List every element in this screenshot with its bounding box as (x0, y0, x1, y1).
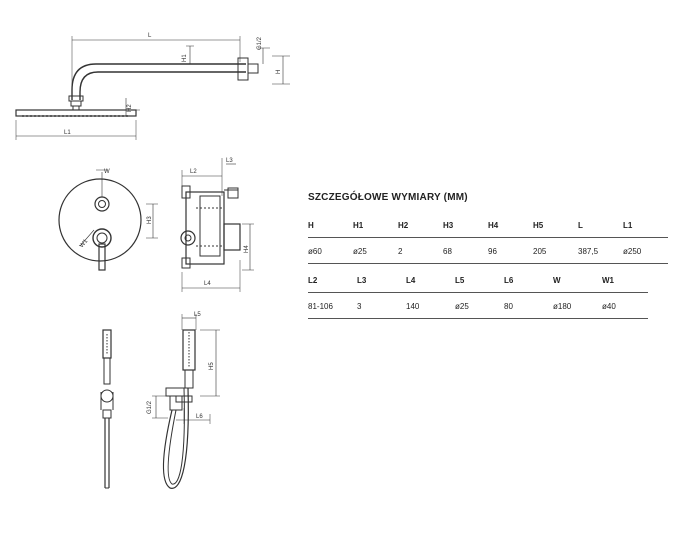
spec-header: H1 (353, 221, 364, 230)
dim-label-L3: L3 (226, 158, 233, 164)
spec-value: ø180 (553, 302, 572, 311)
dimensions-spec-table: SZCZEGÓŁOWE WYMIARY (MM) H H1 H2 H3 H4 H… (308, 192, 668, 319)
dim-label-H1: H1 (182, 54, 188, 62)
spec-header: L5 (455, 276, 465, 285)
spec-value: 96 (488, 247, 497, 256)
concealed-box-drawing: L2 L3 H4 L4 (180, 158, 254, 292)
spec-value: 2 (398, 247, 403, 256)
spec-header: L2 (308, 276, 318, 285)
spec-value: 68 (443, 247, 452, 256)
spec-value: ø25 (353, 247, 367, 256)
spec-header-row-2: L2 L3 L4 L5 L6 W W1 (308, 276, 668, 292)
spec-header: L6 (504, 276, 514, 285)
spec-value: 387,5 (578, 247, 599, 256)
dim-label-H2: H2 (127, 104, 133, 112)
dim-label-L6: L6 (196, 414, 203, 420)
spec-value: ø250 (623, 247, 642, 256)
dim-label-L5: L5 (194, 312, 201, 318)
spec-header: L4 (406, 276, 416, 285)
dim-label-H5: H5 (209, 362, 215, 370)
spec-header-row-1: H H1 H2 H3 H4 H5 L L1 (308, 221, 668, 237)
dim-label-L: L (148, 33, 152, 39)
dim-label-G12: G1/2 (257, 36, 263, 50)
spec-header: L3 (357, 276, 367, 285)
spec-header: H4 (488, 221, 499, 230)
spec-header: H (308, 221, 314, 230)
spec-value-row-1: ø60 ø25 2 68 96 205 387,5 ø250 (308, 238, 668, 263)
spec-header: L1 (623, 221, 633, 230)
dim-label-L1: L1 (64, 130, 71, 136)
divider (308, 237, 668, 238)
spec-value: ø40 (602, 302, 616, 311)
spec-value: 140 (406, 302, 420, 311)
spec-header: H5 (533, 221, 544, 230)
spec-header: H3 (443, 221, 454, 230)
spec-value-row-2: 81-106 3 140 ø25 80 ø180 ø40 (308, 293, 668, 318)
technical-drawings: L H1 G1/2 H H2 L1 W H3 W1 (0, 0, 300, 534)
spec-value: ø60 (308, 247, 322, 256)
hand-shower-drawing: L5 H5 G1/2 L6 (100, 312, 220, 489)
spec-header: W (553, 276, 561, 285)
divider (308, 292, 648, 293)
dim-label-H4: H4 (244, 245, 250, 253)
dim-label-H3: H3 (147, 216, 153, 224)
dim-label-H: H (276, 70, 282, 74)
spec-value: 80 (504, 302, 513, 311)
spec-header: H2 (398, 221, 409, 230)
dim-label-L4: L4 (204, 281, 211, 287)
overhead-shower-drawing: L H1 G1/2 H H2 L1 (15, 33, 290, 140)
divider (308, 318, 648, 319)
dim-label-W: W (104, 169, 110, 175)
divider (308, 263, 668, 264)
specs-title: SZCZEGÓŁOWE WYMIARY (MM) (308, 192, 468, 203)
dim-label-W1: W1 (79, 238, 90, 249)
dim-label-G12: G1/2 (147, 400, 153, 414)
dim-label-L2: L2 (190, 169, 197, 175)
mixer-front-drawing: W H3 W1 (58, 169, 158, 271)
spec-value: 81-106 (308, 302, 333, 311)
spec-header: L (578, 221, 583, 230)
spec-value: 205 (533, 247, 547, 256)
spec-header: W1 (602, 276, 614, 285)
spec-value: ø25 (455, 302, 469, 311)
spec-value: 3 (357, 302, 362, 311)
